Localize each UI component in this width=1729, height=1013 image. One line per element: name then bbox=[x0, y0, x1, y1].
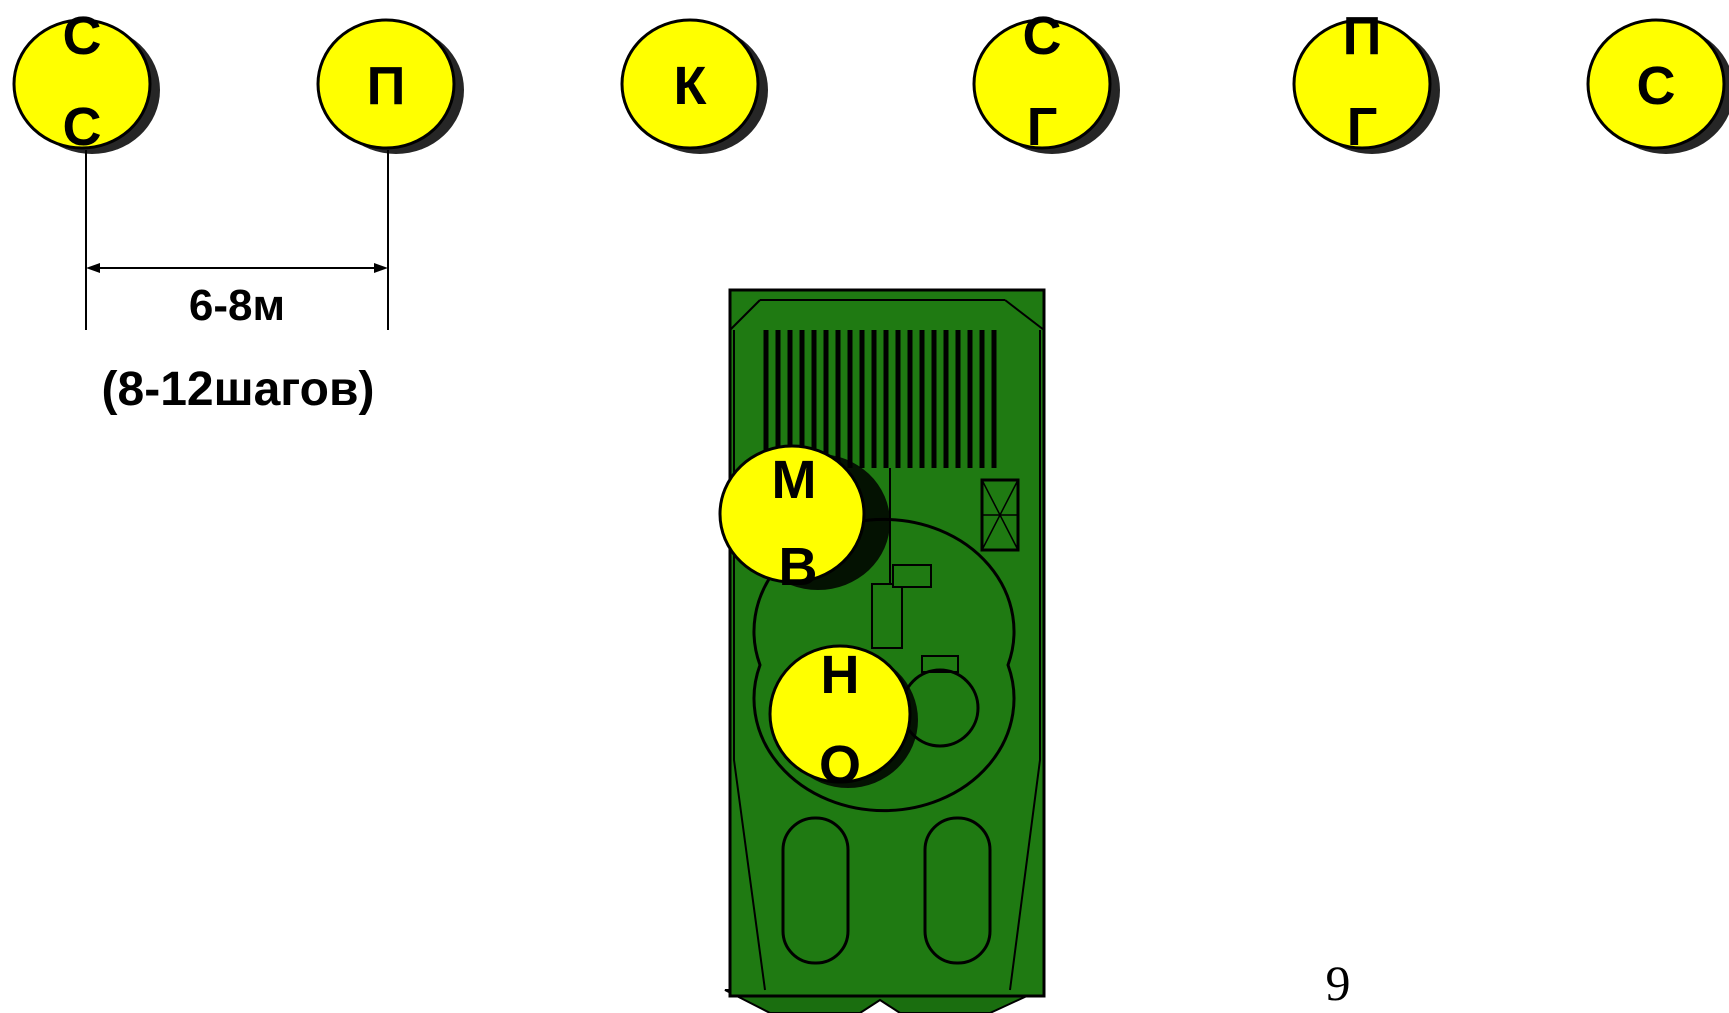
marker-pg-line1: П bbox=[1343, 6, 1382, 66]
marker-mv-line2: В bbox=[779, 537, 818, 597]
marker-ss-line2: С bbox=[63, 97, 102, 157]
engine-grille bbox=[763, 330, 997, 468]
vehicle-hatch bbox=[980, 478, 1020, 552]
marker-sg: С Г bbox=[972, 6, 1120, 157]
marker-s: С bbox=[1586, 18, 1729, 154]
marker-k-line1: К bbox=[674, 56, 708, 116]
distance-steps: (8-12шагов) bbox=[102, 363, 375, 416]
marker-no-line1: Н bbox=[821, 645, 860, 705]
marker-no-line2: О bbox=[819, 735, 861, 795]
marker-p: П bbox=[316, 18, 464, 154]
marker-no: Н О bbox=[768, 644, 918, 795]
marker-s-line1: С bbox=[1637, 56, 1676, 116]
distance-value: 6-8м bbox=[189, 281, 285, 330]
distance-indicator: 6-8м (8-12шагов) bbox=[85, 150, 389, 416]
marker-p-line1: П bbox=[367, 56, 406, 116]
marker-mv: М В bbox=[718, 444, 890, 597]
rear-hatch-right bbox=[923, 816, 992, 965]
marker-sg-line1: С bbox=[1023, 6, 1062, 66]
marker-pg: П Г bbox=[1292, 6, 1440, 157]
marker-ss-line1: С bbox=[63, 6, 102, 66]
page-number: 9 bbox=[1326, 955, 1351, 1011]
marker-mv-line1: М bbox=[772, 450, 817, 510]
combat-vehicle bbox=[724, 288, 1046, 1013]
marker-sg-line2: Г bbox=[1027, 97, 1058, 157]
rear-hatch-left bbox=[781, 816, 850, 965]
marker-ss: С С bbox=[12, 6, 160, 157]
marker-pg-line2: Г bbox=[1347, 97, 1378, 157]
marker-k: К bbox=[620, 18, 768, 154]
